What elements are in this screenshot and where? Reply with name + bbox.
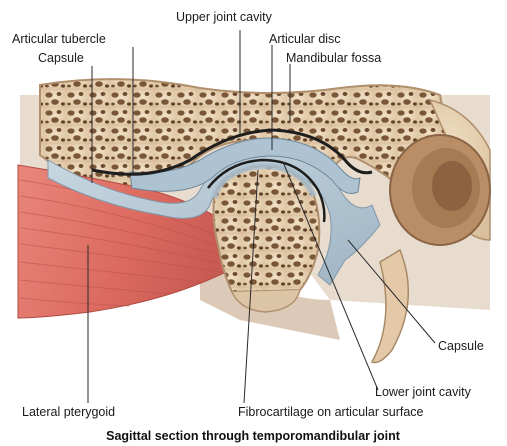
label-mandibular-fossa: Mandibular fossa [286,51,381,65]
label-fibrocartilage: Fibrocartilage on articular surface [238,405,424,419]
label-capsule-right: Capsule [438,339,484,353]
label-lower-joint-cavity: Lower joint cavity [375,385,472,399]
label-articular-tubercle: Articular tubercle [12,32,106,46]
label-lateral-pterygoid: Lateral pterygoid [22,405,115,419]
label-articular-disc: Articular disc [269,32,341,46]
label-upper-joint-cavity: Upper joint cavity [176,10,273,24]
figure-caption: Sagittal section through temporomandibul… [106,429,401,443]
label-capsule-top: Capsule [38,51,84,65]
ear-canal-region [390,135,490,245]
